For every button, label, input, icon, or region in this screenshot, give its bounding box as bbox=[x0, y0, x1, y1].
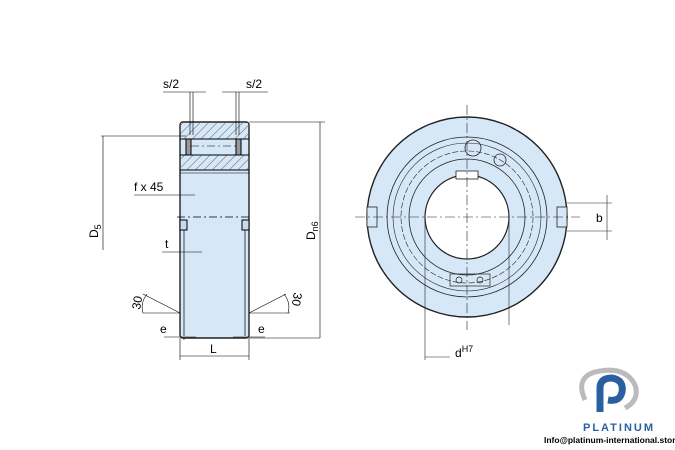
e-left-label: e bbox=[160, 322, 167, 336]
logo-brand: PLATINUM bbox=[583, 422, 655, 434]
t-label: t bbox=[165, 237, 169, 251]
keyway-label: b bbox=[596, 211, 603, 225]
chamfer-label: f x 45 bbox=[134, 180, 164, 194]
svg-text:30: 30 bbox=[289, 291, 305, 307]
platinum-logo: PLATINUM bbox=[579, 367, 655, 434]
dn6-label: Dn6 bbox=[304, 221, 320, 240]
d5-label: D5 bbox=[87, 224, 103, 238]
s-half-left-label: s/2 bbox=[163, 77, 179, 91]
svg-text:Dn6: Dn6 bbox=[304, 221, 320, 240]
angle-right-label: 30 bbox=[289, 291, 305, 307]
angle-left-label: 30 bbox=[129, 295, 145, 311]
s-half-right-label: s/2 bbox=[246, 77, 262, 91]
contact-email: Info@platinum-international.store bbox=[544, 435, 675, 445]
e-right-label: e bbox=[258, 322, 265, 336]
svg-text:30: 30 bbox=[129, 295, 145, 311]
outer-ring-section bbox=[181, 123, 248, 139]
bore-label: dH7 bbox=[455, 344, 473, 360]
length-label: L bbox=[210, 342, 217, 356]
front-view bbox=[355, 105, 612, 360]
side-view-labels: s/2 s/2 f x 45 t e e L D5 Dn6 30 30 bbox=[87, 77, 320, 356]
svg-text:D5: D5 bbox=[87, 224, 103, 238]
inner-ring-section bbox=[181, 155, 248, 170]
side-view bbox=[101, 91, 325, 360]
